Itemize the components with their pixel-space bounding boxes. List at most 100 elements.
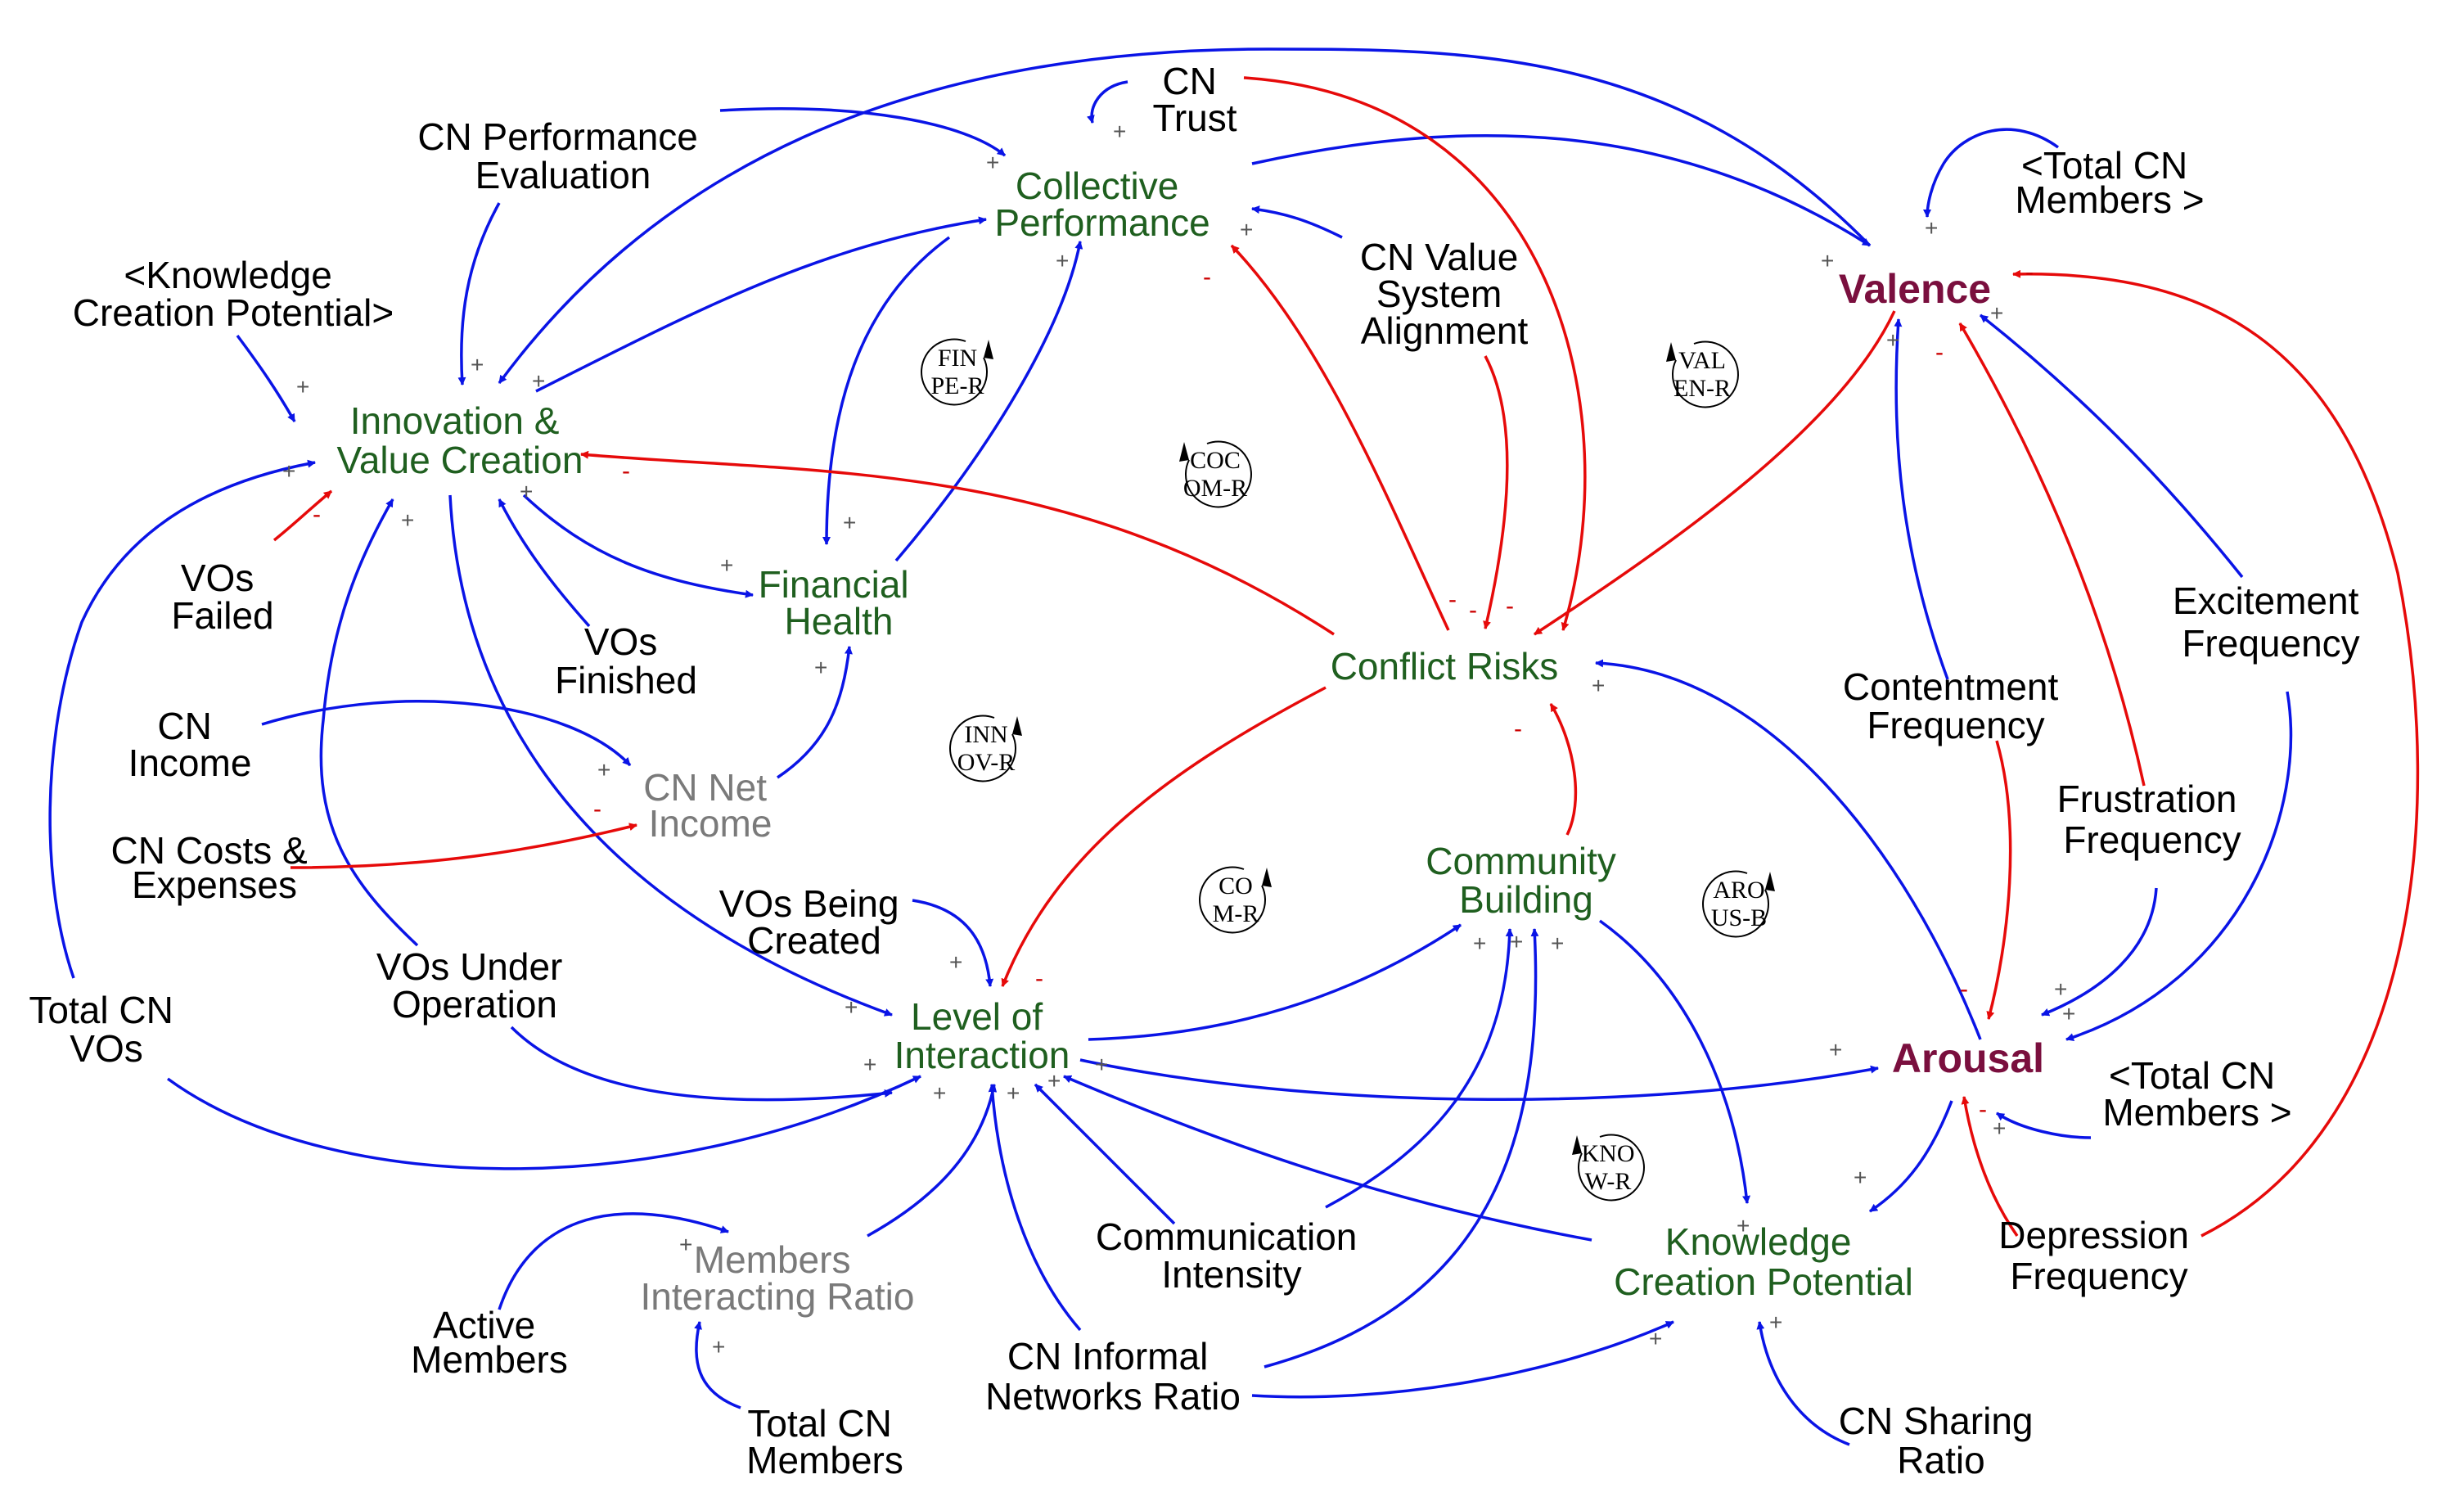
link-totalmembers-to-valence	[1923, 128, 2060, 218]
polarity-positive: +	[1047, 1068, 1061, 1093]
link-finished-to-innovation	[498, 498, 591, 628]
polarity-positive: +	[1113, 119, 1126, 144]
link-interaction-to-arousal	[1079, 1058, 1879, 1102]
node-cn-income: CN Income	[128, 705, 252, 784]
node-total-cn-members: Total CN Members	[746, 1402, 903, 1481]
link-innovation-to-collective	[535, 216, 987, 393]
svg-text:PE-R: PE-R	[930, 372, 984, 399]
polarity-positive: +	[1993, 1116, 2006, 1141]
loop-innov: INN OV-R	[949, 715, 1022, 782]
link-underop-to-interaction	[510, 1026, 893, 1102]
polarity-positive: +	[1829, 1037, 1842, 1062]
loop-cocom: COC OM-R	[1179, 440, 1252, 508]
node-conflict-risks: Conflict Risks	[1331, 645, 1559, 688]
node-collective-performance: Collective Performance	[994, 165, 1209, 244]
node-total-cn-members-valence: <Total CN Members >	[2015, 144, 2204, 221]
link-arousal-to-knowledge	[1869, 1100, 1953, 1213]
node-community-building: Community Building	[1426, 840, 1626, 921]
svg-text:ARO: ARO	[1713, 877, 1764, 904]
negative-links	[273, 76, 2420, 1238]
node-level-of-interaction: Level of Interaction	[894, 995, 1070, 1076]
polarity-positive: +	[597, 757, 610, 782]
node-cn-trust: CN Trust	[1152, 60, 1237, 139]
polarity-negative: -	[1035, 965, 1043, 992]
node-cn-costs-expenses: CN Costs & Expenses	[110, 829, 318, 906]
polarity-positive: +	[471, 352, 484, 377]
polarity-positive: +	[1473, 931, 1486, 956]
node-knowledge-creation-potential-shadow: <Knowledge Creation Potential>	[73, 254, 394, 334]
link-contentment-to-arousal	[1986, 740, 2012, 1020]
polarity-positive: +	[2054, 976, 2067, 1002]
node-communication-intensity: Communication Intensity	[1096, 1215, 1367, 1296]
link-knowledge-shadow-to-innovation	[236, 334, 296, 422]
link-underop-to-innovation	[319, 498, 419, 947]
link-depression-to-valence	[2012, 269, 2420, 1238]
node-financial-health: Financial Health	[759, 563, 920, 643]
link-innovation-to-interaction	[448, 494, 893, 1017]
link-community-to-knowledge	[1598, 919, 1751, 1204]
node-valence: Valence	[1839, 266, 1991, 312]
link-collective-to-financial	[822, 236, 951, 545]
svg-text:FIN: FIN	[938, 345, 977, 372]
node-vos-failed: VOs Failed	[171, 557, 273, 637]
link-trust-self	[1086, 80, 1128, 124]
node-cn-performance-evaluation: CN Performance Evaluation	[417, 115, 708, 196]
node-cn-informal-networks-ratio: CN Informal Networks Ratio	[985, 1335, 1241, 1418]
link-active-to-members	[498, 1212, 729, 1310]
polarity-positive: +	[1592, 673, 1605, 698]
polarity-positive: +	[296, 374, 309, 399]
polarity-positive: +	[1551, 931, 1564, 956]
link-excitement-to-arousal	[2065, 691, 2293, 1041]
loop-com: CO M-R	[1199, 866, 1272, 934]
link-innovation-to-financial	[522, 494, 754, 598]
node-total-cn-vos: Total CN VOs	[29, 989, 183, 1070]
link-communication-to-community	[1325, 928, 1514, 1209]
link-totalvos-to-interaction	[166, 1075, 921, 1170]
loop-arous: ARO US-B	[1702, 870, 1775, 938]
node-vos-finished: VOs Finished	[555, 620, 697, 701]
link-totalmembers-to-members	[694, 1321, 741, 1409]
node-excitement-frequency: Excitement Frequency	[2173, 579, 2369, 665]
link-totalmembers-to-arousal	[1996, 1111, 2092, 1139]
polarity-positive: +	[1510, 929, 1523, 954]
polarity-negative: -	[1469, 597, 1477, 624]
polarity-negative: -	[622, 458, 630, 485]
polarity-positive: +	[532, 368, 545, 394]
polarity-negative: -	[1960, 976, 1968, 1003]
polarity-positive: +	[2062, 1001, 2075, 1026]
polarity-positive: +	[720, 552, 733, 578]
node-innovation-value-creation: Innovation & Value Creation	[337, 399, 583, 481]
loop-valen: VAL EN-R	[1666, 340, 1739, 408]
polarity-positive: +	[1240, 217, 1253, 242]
polarity-negative: -	[1506, 593, 1514, 620]
polarity-negative: -	[313, 501, 321, 528]
link-frustration-to-arousal	[2041, 887, 2158, 1017]
polarity-positive: +	[949, 949, 962, 975]
polarity-positive: +	[1990, 300, 2003, 326]
link-evaluation-to-collective	[719, 107, 1007, 157]
svg-text:INN: INN	[964, 721, 1007, 748]
node-arousal: Arousal	[1892, 1035, 2044, 1081]
link-alignment-to-conflict	[1483, 355, 1509, 629]
link-interaction-to-community	[1088, 923, 1462, 1041]
polarity-positive: +	[712, 1334, 725, 1359]
polarity-positive: +	[520, 479, 533, 504]
svg-text:M-R: M-R	[1213, 900, 1259, 927]
polarity-positive: +	[986, 150, 999, 175]
polarity-positive: +	[1056, 248, 1069, 273]
svg-text:COC: COC	[1190, 447, 1241, 474]
polarity-negative: -	[1203, 264, 1211, 291]
polarity-negative: -	[593, 796, 601, 823]
link-conflict-to-innovation	[580, 450, 1335, 636]
polarity-negative: -	[1935, 339, 1944, 366]
link-evaluation-to-innovation	[457, 202, 501, 386]
loop-markers: FIN PE-R VAL EN-R COC OM-R INN OV-R CO M…	[921, 338, 1775, 1202]
node-members-interacting-ratio: Members Interacting Ratio	[641, 1238, 915, 1318]
node-total-cn-members-arousal: <Total CN Members >	[2102, 1054, 2291, 1134]
polarity-positive: +	[933, 1080, 946, 1106]
link-informal-to-knowledge	[1251, 1320, 1674, 1399]
link-informal-to-interaction	[988, 1084, 1082, 1332]
link-totalvos-to-innovation	[48, 459, 316, 979]
node-depression-frequency: Depression Frequency	[1998, 1214, 2199, 1297]
polarity-positive: +	[1925, 215, 1938, 241]
